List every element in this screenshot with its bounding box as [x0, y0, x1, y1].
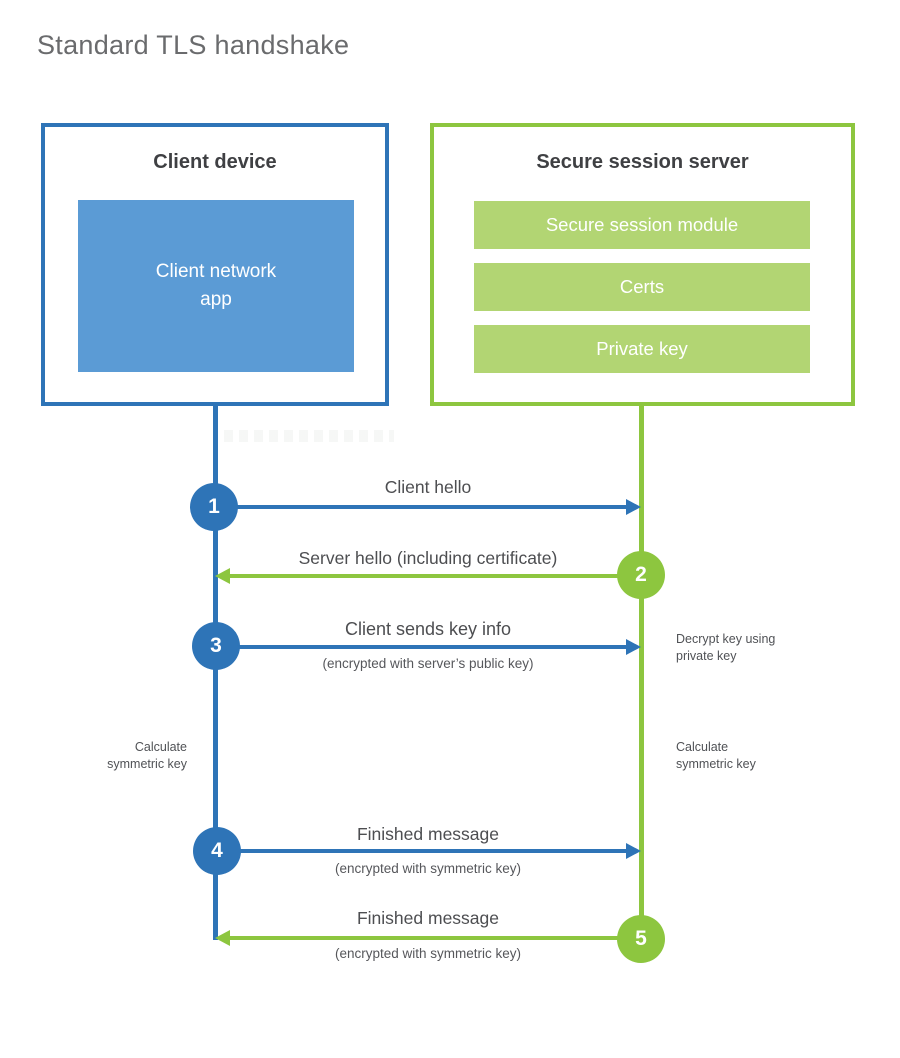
step-3-arrow-line — [216, 645, 626, 649]
step-3-number: 3 — [210, 634, 222, 657]
calc-right-line2: symmetric key — [676, 757, 756, 771]
client-lifeline — [213, 404, 218, 940]
decrypt-key-note-line2: private key — [676, 649, 737, 663]
server-lifeline — [639, 404, 644, 939]
arrowhead-right-icon — [626, 639, 641, 655]
step-5-badge: 5 — [617, 915, 665, 963]
client-network-app-block: Client network app — [78, 200, 354, 372]
server-module-secure-session: Secure session module — [474, 201, 810, 249]
step-4-badge: 4 — [193, 827, 241, 875]
calc-left-line1: Calculate — [134, 740, 187, 754]
step-2-badge: 2 — [617, 551, 665, 599]
step-4-arrow-line — [217, 849, 626, 853]
calc-symmetric-key-note-client: Calculate symmetric key — [57, 739, 187, 773]
server-module-private-key: Private key — [474, 325, 810, 373]
arrowhead-right-icon — [626, 499, 641, 515]
calc-left-line2: symmetric key — [107, 757, 187, 771]
faint-dash-artifact — [224, 430, 394, 442]
step-1-arrow-line — [215, 505, 627, 509]
step-1-label: Client hello — [384, 477, 472, 497]
arrowhead-left-icon — [215, 568, 230, 584]
client-device-title: Client device — [153, 151, 277, 173]
step-4-number: 4 — [211, 839, 223, 862]
arrowhead-left-icon — [215, 930, 230, 946]
step-5-arrow-line — [230, 936, 641, 940]
step-5-sublabel: (encrypted with symmetric key) — [334, 946, 522, 961]
calc-right-line1: Calculate — [676, 740, 729, 754]
decrypt-key-note-line1: Decrypt key using — [676, 632, 776, 646]
step-2-number: 2 — [635, 563, 647, 586]
step-3-sublabel: (encrypted with server’s public key) — [322, 656, 534, 671]
step-3-badge: 3 — [192, 622, 240, 670]
decrypt-key-note: Decrypt key using private key — [676, 631, 775, 665]
step-5-number: 5 — [635, 927, 647, 950]
calc-symmetric-key-note-server: Calculate symmetric key — [676, 739, 756, 773]
step-1-number: 1 — [208, 495, 220, 518]
step-5-label: Finished message — [356, 908, 500, 928]
step-3-label: Client sends key info — [344, 619, 512, 639]
page-title: Standard TLS handshake — [37, 30, 350, 60]
client-app-label-line1: Client network — [155, 261, 277, 282]
server-module-certs: Certs — [474, 263, 810, 311]
step-4-sublabel: (encrypted with symmetric key) — [334, 861, 522, 876]
secure-session-server-title: Secure session server — [536, 151, 749, 173]
client-app-label-line2: app — [200, 289, 232, 310]
step-4-label: Finished message — [356, 824, 500, 844]
step-2-label: Server hello (including certificate) — [298, 548, 558, 568]
step-1-badge: 1 — [190, 483, 238, 531]
arrowhead-right-icon — [626, 843, 641, 859]
step-2-arrow-line — [230, 574, 641, 578]
